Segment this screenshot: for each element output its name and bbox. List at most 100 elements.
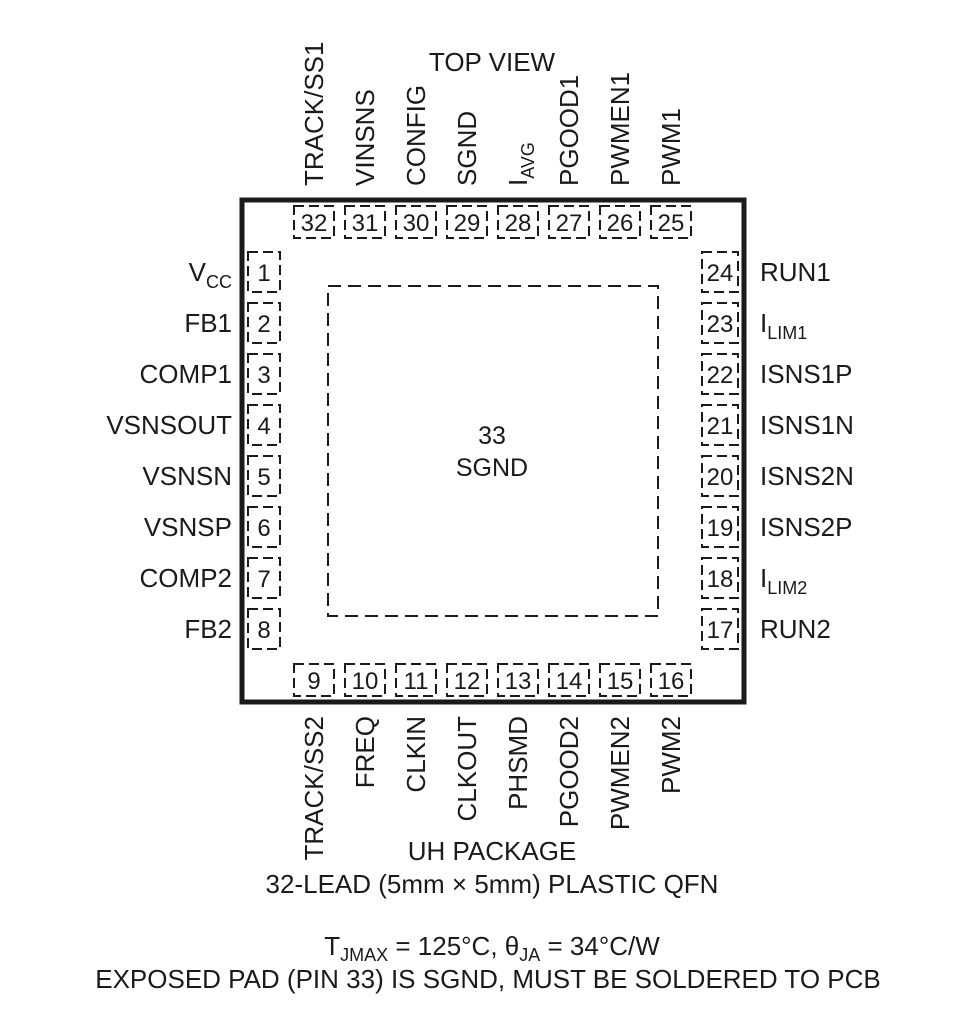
pin-9-number: 9 <box>307 668 320 695</box>
pin-14-number: 14 <box>556 668 583 695</box>
pin-31-label: VINSNS <box>350 89 380 186</box>
pin-32-number: 32 <box>301 210 328 237</box>
pin-32-label-text: TRACK/SS1 <box>299 42 329 187</box>
pin-23-label-subscript: LIM1 <box>767 323 807 343</box>
pin-27-pad <box>548 205 590 239</box>
pin-5-pad <box>247 455 281 497</box>
pin-13-pad <box>497 663 539 697</box>
pin-27-label: PGOOD1 <box>554 75 584 186</box>
pin-19-label-text: ISNS2P <box>760 512 853 542</box>
pin-16-label-text: PWM2 <box>656 716 686 794</box>
pin-3-number: 3 <box>257 362 270 389</box>
pin-25-label-text: PWM1 <box>656 108 686 186</box>
pin-9-pad <box>293 663 335 697</box>
pin-1-label: VCC <box>189 257 232 292</box>
pin-11-pad <box>395 663 437 697</box>
pin-23-pad <box>701 302 739 344</box>
pin-14-label: PGOOD2 <box>554 716 584 827</box>
pin-2-number: 2 <box>257 311 270 338</box>
pin-26-label: PWMEN1 <box>605 72 635 186</box>
pin-4-pad <box>247 404 281 446</box>
pin-20-label: ISNS2N <box>760 461 854 491</box>
pin-15-pad <box>599 663 641 697</box>
pin-7-label: COMP2 <box>140 563 232 593</box>
thermal-t-subscript: JMAX <box>340 945 388 965</box>
pin-5-label-text: VSNSN <box>142 461 232 491</box>
package-name: UH PACKAGE <box>408 836 577 866</box>
pin-7-pad <box>247 557 281 599</box>
pin-10-number: 10 <box>352 668 379 695</box>
pin-23-label-text: I <box>760 308 767 338</box>
pin-31-number: 31 <box>352 210 379 237</box>
pin-3-label: COMP1 <box>140 359 232 389</box>
pin-12-label: CLKOUT <box>452 716 482 822</box>
pin-29-label-text: SGND <box>452 111 482 186</box>
pin-18-label: ILIM2 <box>760 563 807 598</box>
pin-3-label-text: COMP1 <box>140 359 232 389</box>
pin-5-label: VSNSN <box>142 461 232 491</box>
pins-layer: 1VCC2FB13COMP14VSNSOUT5VSNSN6VSNSP7COMP2… <box>106 42 854 861</box>
exposed-pad-number: 33 <box>478 422 506 450</box>
pin-11-label-text: CLKIN <box>401 716 431 793</box>
pin-11-label: CLKIN <box>401 716 431 793</box>
pin-18-label-subscript: LIM2 <box>767 578 807 598</box>
pin-18-label-text: I <box>760 563 767 593</box>
pin-21-label: ISNS1N <box>760 410 854 440</box>
pin-14-pad <box>548 663 590 697</box>
pin-17-pad <box>701 608 739 650</box>
pin-4-label-text: VSNSOUT <box>106 410 232 440</box>
thermal-theta-value: = 34°C/W <box>540 931 660 961</box>
package-description: 32-LEAD (5mm × 5mm) PLASTIC QFN <box>266 869 719 899</box>
pin-32-pad <box>293 205 335 239</box>
pin-25-number: 25 <box>658 210 685 237</box>
pin-16-number: 16 <box>658 668 685 695</box>
pin-21-number: 21 <box>707 413 734 440</box>
exposed-pad-name: SGND <box>456 454 528 482</box>
pin-5-number: 5 <box>257 464 270 491</box>
pin-30-label-text: CONFIG <box>401 85 431 186</box>
pin-24-label: RUN1 <box>760 257 831 287</box>
pin-24-number: 24 <box>707 260 734 287</box>
pin-21-label-text: ISNS1N <box>760 410 854 440</box>
pin-27-label-text: PGOOD1 <box>554 75 584 186</box>
pin-16-label: PWM2 <box>656 716 686 794</box>
pin-28-label: IAVG <box>503 142 538 186</box>
pin-19-pad <box>701 506 739 548</box>
pin-11-number: 11 <box>404 668 429 695</box>
pin-12-pad <box>446 663 488 697</box>
pin-6-label-text: VSNSP <box>144 512 232 542</box>
pin-23-label: ILIM1 <box>760 308 807 343</box>
pin-30-pad <box>395 205 437 239</box>
pin-1-label-subscript: CC <box>206 272 232 292</box>
pin-25-label: PWM1 <box>656 108 686 186</box>
pin-15-number: 15 <box>607 668 634 695</box>
pin-14-label-text: PGOOD2 <box>554 716 584 827</box>
pin-20-number: 20 <box>707 464 734 491</box>
pin-7-number: 7 <box>257 566 270 593</box>
pin-1-number: 1 <box>257 260 270 287</box>
pin-16-pad <box>650 663 692 697</box>
pin-31-pad <box>344 205 386 239</box>
pin-28-label-subscript: AVG <box>518 142 538 179</box>
pin-19-number: 19 <box>707 515 734 542</box>
pin-30-number: 30 <box>403 210 430 237</box>
exposed-pad-note: EXPOSED PAD (PIN 33) IS SGND, MUST BE SO… <box>95 964 881 994</box>
pin-20-pad <box>701 455 739 497</box>
pin-8-label-text: FB2 <box>184 614 232 644</box>
pin-2-pad <box>247 302 281 344</box>
pin-31-label-text: VINSNS <box>350 89 380 186</box>
pin-13-label-text: PHSMD <box>503 716 533 810</box>
pin-18-pad <box>701 557 739 599</box>
pin-25-pad <box>650 205 692 239</box>
pin-6-pad <box>247 506 281 548</box>
pin-22-number: 22 <box>707 362 734 389</box>
pin-23-number: 23 <box>707 311 734 338</box>
pin-32-label: TRACK/SS1 <box>299 42 329 187</box>
pin-28-number: 28 <box>505 210 532 237</box>
pin-20-label-text: ISNS2N <box>760 461 854 491</box>
pin-10-label-text: FREQ <box>350 716 380 788</box>
pin-30-label: CONFIG <box>401 85 431 186</box>
pin-8-number: 8 <box>257 617 270 644</box>
pin-10-pad <box>344 663 386 697</box>
